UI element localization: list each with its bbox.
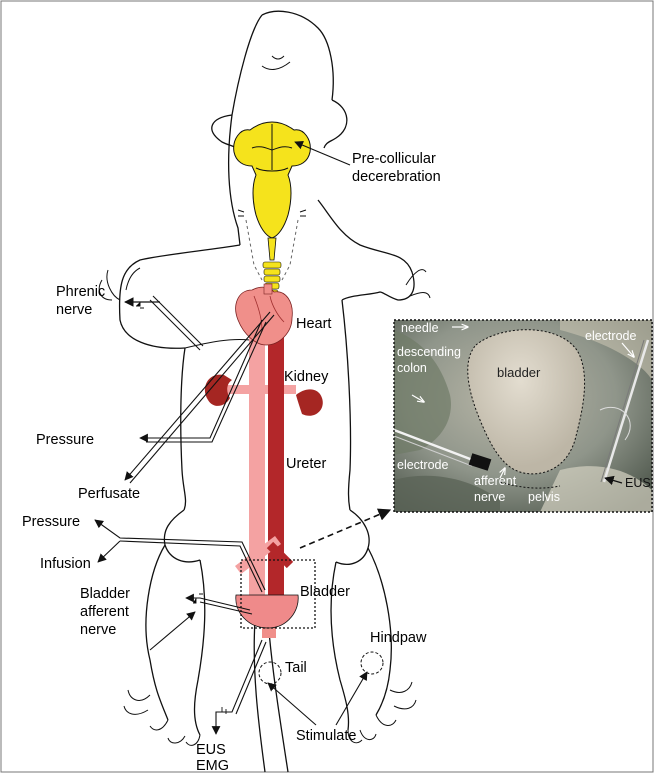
label-hindpaw: Hindpaw (370, 630, 427, 646)
labels: Pre-collicular decerebration Phrenic ner… (22, 151, 441, 773)
right-kidney (296, 389, 323, 415)
photo-label-pelvis: pelvis (528, 490, 560, 504)
photo-label-electrode-left: electrode (397, 458, 448, 472)
photo-label-afferent-2: nerve (474, 490, 505, 504)
label-perfusate: Perfusate (78, 486, 140, 502)
label-bladder-afferent-1: Bladder (80, 586, 130, 602)
label-precollicular-1: Pre-collicular (352, 151, 436, 167)
label-emg: EMG (196, 758, 229, 773)
photo-label-eus: EUS (625, 476, 651, 490)
label-infusion: Infusion (40, 556, 91, 572)
instrumentation (95, 142, 383, 734)
photo-label-bladder: bladder (497, 365, 541, 380)
zoom-pointer-arrow (300, 510, 390, 548)
label-bladder: Bladder (300, 584, 350, 600)
brain (234, 122, 311, 260)
bladder-organ (236, 595, 298, 628)
photo-label-descending-2: colon (397, 361, 427, 375)
label-tail: Tail (285, 660, 307, 676)
heart (236, 287, 293, 345)
label-phrenic-2: nerve (56, 302, 92, 318)
label-bladder-afferent-2: afferent (80, 604, 129, 620)
label-pressure-lower: Pressure (22, 514, 80, 530)
label-precollicular-2: decerebration (352, 169, 441, 185)
label-eus: EUS (196, 742, 226, 758)
label-stimulate: Stimulate (296, 728, 356, 744)
photo-label-needle: needle (401, 321, 439, 335)
label-kidney: Kidney (284, 369, 329, 385)
photo-label-descending-1: descending (397, 345, 461, 359)
label-ureter: Ureter (286, 456, 326, 472)
surgical-photo-inset: needle electrode descending colon bladde… (394, 320, 652, 512)
label-heart: Heart (296, 316, 331, 332)
photo-label-afferent-1: afferent (474, 474, 517, 488)
label-pressure-upper: Pressure (36, 432, 94, 448)
label-phrenic-1: Phrenic (56, 284, 105, 300)
photo-label-electrode-top: electrode (585, 329, 636, 343)
label-bladder-afferent-3: nerve (80, 622, 116, 638)
